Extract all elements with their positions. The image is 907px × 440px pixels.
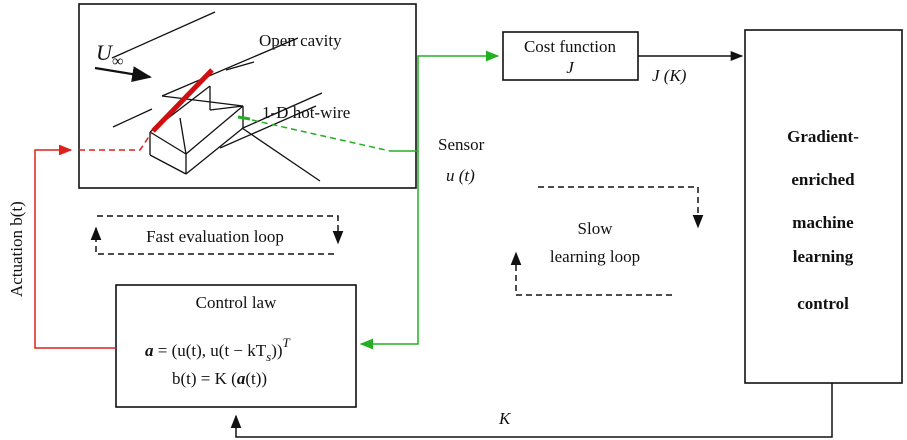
fast-loop-arrow-bottom	[90, 226, 334, 255]
actuation-label: Actuation b(t)	[7, 201, 26, 297]
cost-function-title: Cost function	[524, 37, 617, 56]
open-cavity-block: Open cavity U ∞ 1	[78, 3, 417, 189]
controller-block: Gradient- enriched machine learning cont…	[744, 29, 903, 384]
freestream-label: U	[96, 40, 114, 65]
control-law-equation-2: b(t) = K (a(t))	[172, 369, 267, 388]
sensor-signal-inside	[251, 119, 391, 152]
controller-line-2: enriched	[791, 170, 855, 189]
control-law-block: Control law a = (u(t), u(t − kTs))T b(t)…	[115, 284, 357, 408]
slow-loop-arrow-bottom	[510, 251, 672, 296]
hot-wire-probe	[237, 115, 251, 121]
sensor-to-control-arrow	[359, 151, 419, 350]
controller-line-1: Gradient-	[787, 127, 859, 146]
open-cavity-title: Open cavity	[259, 31, 342, 50]
gain-feedback-arrow	[230, 383, 833, 438]
actuation-signal-inside	[79, 131, 153, 151]
cost-function-symbol: J	[566, 58, 575, 77]
sensor-signal-label: u (t)	[446, 166, 475, 185]
open-cavity-box	[78, 3, 417, 189]
slow-loop-arrow-top	[538, 186, 704, 229]
actuation-arrow	[34, 144, 116, 349]
slow-loop-line-2: learning loop	[550, 247, 640, 266]
hot-wire-label: 1-D hot-wire	[262, 103, 350, 122]
cost-function-box	[502, 31, 639, 81]
gain-label: K	[498, 409, 512, 428]
fast-loop-label: Fast evaluation loop	[146, 227, 284, 246]
cost-value-label: J (K)	[652, 66, 687, 85]
slow-loop-line-1: Slow	[578, 219, 614, 238]
sensor-to-cost-arrow	[416, 50, 500, 152]
cost-function-block: Cost function J	[502, 31, 639, 81]
control-law-box	[115, 284, 357, 408]
sensor-label: Sensor	[438, 135, 485, 154]
fast-evaluation-loop: Fast evaluation loop	[90, 215, 344, 255]
controller-box	[744, 29, 903, 384]
fast-loop-arrow-top	[97, 215, 344, 245]
control-law-equation-1: a = (u(t), u(t − kTs))T	[145, 335, 291, 364]
actuator-slot	[151, 68, 214, 133]
freestream-arrow	[94, 66, 152, 82]
controller-line-4: learning	[793, 247, 854, 266]
control-law-title: Control law	[196, 293, 277, 312]
freestream-subscript: ∞	[112, 53, 123, 70]
controller-line-3: machine	[792, 213, 854, 232]
slow-learning-loop: Slow learning loop	[510, 186, 704, 296]
controller-line-5: control	[797, 294, 849, 313]
